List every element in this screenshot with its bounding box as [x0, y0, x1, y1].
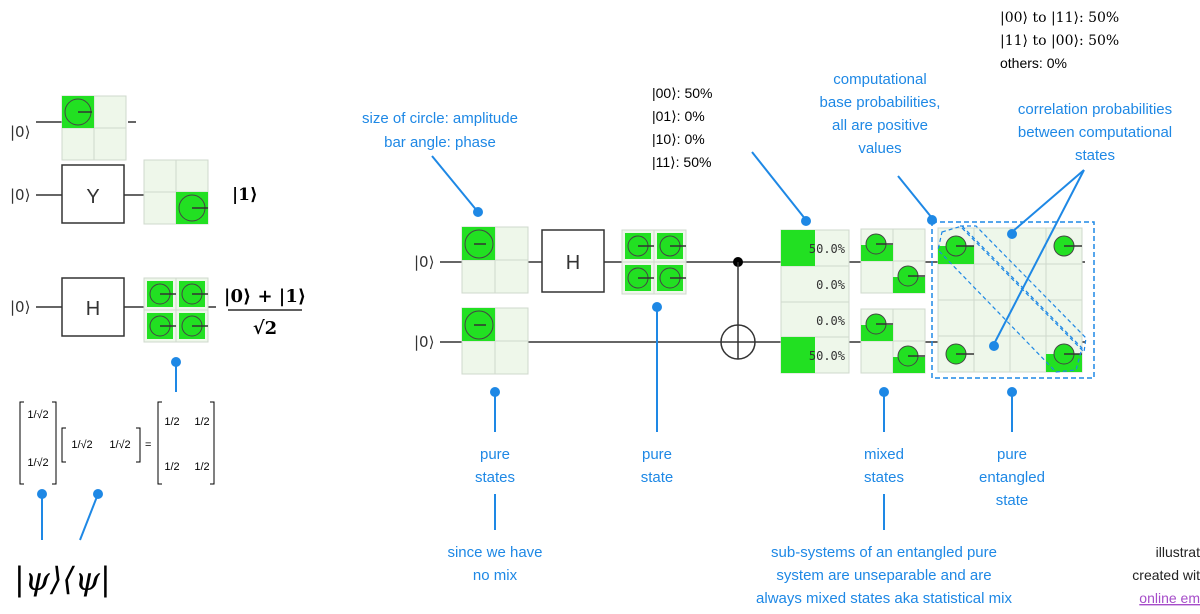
- state-display-superposition: [143, 277, 209, 343]
- note-size-line1: size of circle: amplitude: [362, 110, 518, 127]
- matrix-result-10: 1/2: [164, 461, 179, 473]
- ket0-bottom: |0⟩: [414, 333, 434, 351]
- matrix-row-0: 1/√2: [71, 439, 92, 451]
- credit-line1: illustrat: [1156, 544, 1200, 560]
- density-matrix-label: |ψ⟩⟨ψ|: [14, 560, 111, 598]
- note-pure-states-1: pure: [480, 446, 510, 463]
- corr-list-0: |00⟩ to |11⟩: 50%: [1000, 10, 1119, 26]
- note-pure-state-2: state: [641, 469, 674, 486]
- note-entangled-3: state: [996, 492, 1029, 509]
- prob-list-00: |00⟩: 50%: [652, 85, 712, 101]
- matrix-result-01: 1/2: [194, 416, 209, 428]
- ket0-top: |0⟩: [414, 253, 434, 271]
- note-no-mix-1: since we have: [447, 544, 542, 561]
- state-display-bottom-initial: [461, 307, 529, 375]
- prob-list-01: |01⟩: 0%: [652, 108, 705, 124]
- note-comp-4: values: [858, 140, 901, 157]
- state-display-top-initial: [461, 226, 529, 294]
- ket0-label: |0⟩: [10, 298, 30, 316]
- prob-10: 0.0%: [816, 314, 846, 328]
- credit-link[interactable]: online em: [1139, 590, 1200, 606]
- matrix-col-1: 1/√2: [27, 457, 48, 469]
- prob-00: 50.0%: [809, 242, 846, 256]
- ket1-label: |1⟩: [232, 185, 258, 205]
- credit-line2: created wit: [1132, 567, 1200, 583]
- note-corr-3: states: [1075, 147, 1115, 164]
- note-subsystems-2: system are unseparable and are: [776, 567, 991, 584]
- left-panel: |0⟩ |0⟩ Y |1⟩ |0⟩ H: [10, 95, 306, 598]
- note-comp-2: base probabilities,: [820, 94, 941, 111]
- outer-product-equation: 1/√2 1/√2 1/√2 1/√2 = 1/2 1/2 1/2 1/2: [19, 401, 215, 485]
- note-pure-state-1: pure: [642, 446, 672, 463]
- ket0-label: |0⟩: [10, 123, 30, 141]
- gate-h-label: H: [86, 298, 100, 320]
- state-display-one: [143, 159, 209, 225]
- ket0-label: |0⟩: [10, 186, 30, 204]
- state-display-zero: [61, 95, 127, 161]
- prob-01: 0.0%: [816, 278, 846, 292]
- probability-display: 50.0% 0.0% 0.0% 50.0%: [780, 229, 850, 374]
- note-comp-1: computational: [833, 71, 926, 88]
- note-mixed-1: mixed: [864, 446, 904, 463]
- mixed-state-top: [860, 228, 926, 294]
- note-entangled-1: pure: [997, 446, 1027, 463]
- note-subsystems-1: sub-systems of an entangled pure: [771, 544, 997, 561]
- mixed-state-bottom: [860, 308, 926, 374]
- cnot-gate: [720, 257, 756, 360]
- state-display-after-h: [621, 229, 687, 295]
- prob-list-11: |11⟩: 50%: [652, 154, 711, 170]
- corr-list-1: |11⟩ to |00⟩: 50%: [1000, 33, 1119, 49]
- entangled-density-matrix: [937, 227, 1083, 373]
- annotations: size of circle: amplitude bar angle: pha…: [362, 10, 1200, 607]
- prob-11: 50.0%: [809, 349, 846, 363]
- gate-h-circuit-label: H: [566, 252, 580, 274]
- gate-y: [61, 164, 125, 224]
- prob-list-10: |10⟩: 0%: [652, 131, 705, 147]
- gate-h: [61, 277, 125, 337]
- note-comp-3: all are positive: [832, 117, 928, 134]
- svg-text:=: =: [145, 439, 151, 451]
- note-corr-1: correlation probabilities: [1018, 101, 1172, 118]
- note-subsystems-3: always mixed states aka statistical mix: [756, 590, 1012, 607]
- gate-h-circuit: [541, 229, 605, 293]
- matrix-row-1: 1/√2: [109, 439, 130, 451]
- matrix-result-11: 1/2: [194, 461, 209, 473]
- note-mixed-2: states: [864, 469, 904, 486]
- superposition-numerator: |0⟩ + |1⟩: [224, 286, 306, 307]
- entangled-highlight: [931, 221, 1095, 379]
- corr-list-2: others: 0%: [1000, 55, 1067, 71]
- matrix-result-00: 1/2: [164, 416, 179, 428]
- note-corr-2: between computational: [1018, 124, 1172, 141]
- gate-y-label: Y: [86, 186, 99, 208]
- note-entangled-2: entangled: [979, 469, 1045, 486]
- note-pure-states-2: states: [475, 469, 515, 486]
- circuit: |0⟩ |0⟩ H: [414, 221, 1095, 379]
- matrix-col-0: 1/√2: [27, 409, 48, 421]
- note-size-line2: bar angle: phase: [384, 134, 496, 151]
- superposition-denominator: √2: [253, 318, 277, 339]
- note-no-mix-2: no mix: [473, 567, 518, 584]
